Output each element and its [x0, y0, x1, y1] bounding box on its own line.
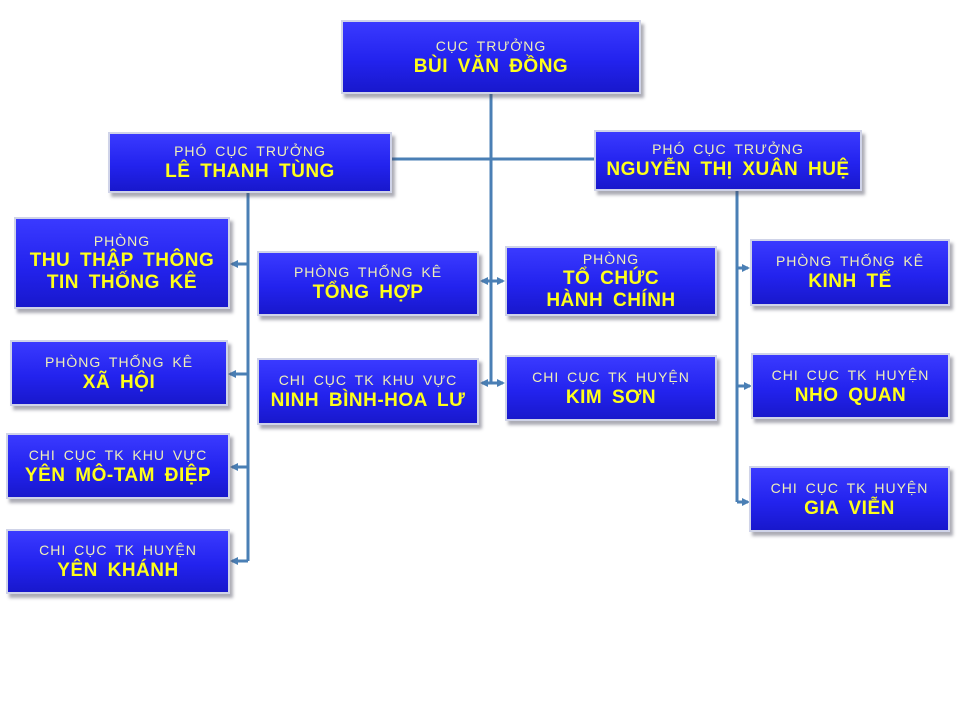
unit-yen-khanh: CHI CỤC TK HUYỆN YÊN KHÁNH [6, 529, 230, 594]
unit-ninh-binh-hoa-lu: CHI CỤC TK KHU VỰC NINH BÌNH-HOA LƯ [257, 358, 479, 425]
deputy-left-name: LÊ THANH TÙNG [165, 161, 335, 182]
unit-name-line2: HÀNH CHÍNH [546, 290, 676, 311]
unit-role: CHI CỤC TK HUYỆN [770, 479, 929, 496]
unit-name-line1: TỔ CHỨC [562, 268, 660, 289]
deputy-left-box: PHÓ CỤC TRƯỞNG LÊ THANH TÙNG [108, 132, 392, 193]
unit-name-line1: THU THẬP THÔNG [29, 250, 215, 271]
unit-role: CHI CỤC TK KHU VỰC [28, 446, 208, 463]
unit-name: NHO QUAN [794, 384, 907, 406]
unit-name: XÃ HỘI [82, 371, 156, 393]
unit-role: PHÒNG THỐNG KÊ [44, 353, 194, 370]
deputy-right-role: PHÓ CỤC TRƯỞNG [652, 141, 804, 157]
unit-role: CHI CỤC TK HUYỆN [771, 366, 930, 383]
unit-role: CHI CỤC TK HUYỆN [532, 368, 690, 385]
unit-kinh-te: PHÒNG THỐNG KÊ KINH TẾ [750, 239, 950, 306]
unit-role: PHÒNG THỐNG KÊ [293, 264, 443, 280]
unit-name-line2: TIN THỐNG KÊ [46, 272, 198, 293]
unit-name: GIA VIỄN [804, 497, 895, 519]
unit-kim-son: CHI CỤC TK HUYỆN KIM SƠN [505, 355, 717, 421]
unit-name: KINH TẾ [808, 271, 892, 292]
unit-name: YÊN KHÁNH [57, 560, 179, 581]
unit-name: YÊN MÔ-TAM ĐIỆP [24, 464, 212, 486]
unit-nho-quan: CHI CỤC TK HUYỆN NHO QUAN [751, 353, 950, 419]
unit-gia-vien: CHI CỤC TK HUYỆN GIA VIỄN [749, 466, 950, 532]
unit-xa-hoi: PHÒNG THỐNG KÊ XÃ HỘI [10, 340, 228, 406]
unit-role: CHI CỤC TK KHU VỰC [278, 372, 458, 388]
unit-name: TỔNG HỢP [312, 282, 424, 303]
unit-thu-thap-thong-tin: PHÒNG THU THẬP THÔNG TIN THỐNG KÊ [14, 217, 230, 309]
unit-role: PHÒNG [582, 251, 640, 267]
director-box: CỤC TRƯỞNG BÙI VĂN ĐỒNG [341, 20, 641, 94]
unit-role: PHÒNG [93, 233, 151, 249]
unit-to-chuc-hanh-chinh: PHÒNG TỔ CHỨC HÀNH CHÍNH [505, 246, 717, 316]
unit-yen-mo-tam-diep: CHI CỤC TK KHU VỰC YÊN MÔ-TAM ĐIỆP [6, 433, 230, 499]
deputy-right-box: PHÓ CỤC TRƯỞNG NGUYỄN THỊ XUÂN HUỆ [594, 130, 862, 191]
unit-tong-hop: PHÒNG THỐNG KÊ TỔNG HỢP [257, 251, 479, 316]
unit-name: KIM SƠN [565, 386, 657, 408]
director-role: CỤC TRƯỞNG [435, 37, 547, 54]
director-name: BÙI VĂN ĐỒNG [413, 55, 569, 77]
unit-role: CHI CỤC TK HUYỆN [39, 542, 197, 558]
deputy-left-role: PHÓ CỤC TRƯỞNG [174, 143, 326, 159]
deputy-right-name: NGUYỄN THỊ XUÂN HUỆ [606, 159, 850, 180]
unit-name: NINH BÌNH-HOA LƯ [270, 390, 466, 411]
unit-role: PHÒNG THỐNG KÊ [775, 253, 925, 269]
